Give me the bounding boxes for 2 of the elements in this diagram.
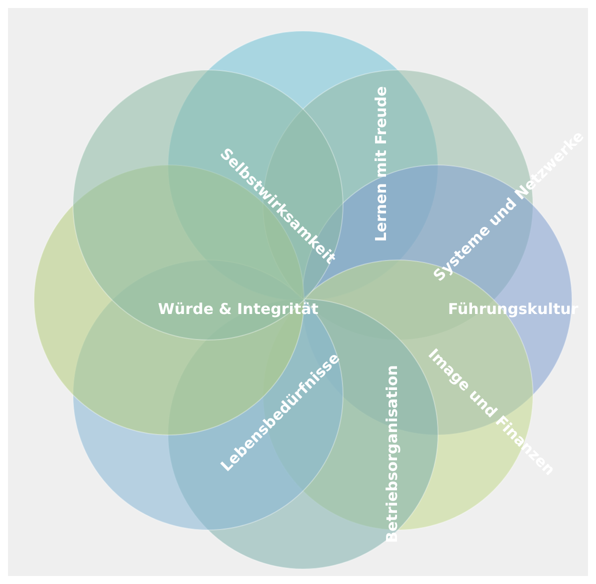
circle-label: Lernen mit Freude <box>372 86 390 242</box>
circle-label: Würde & Integrität <box>158 300 318 318</box>
